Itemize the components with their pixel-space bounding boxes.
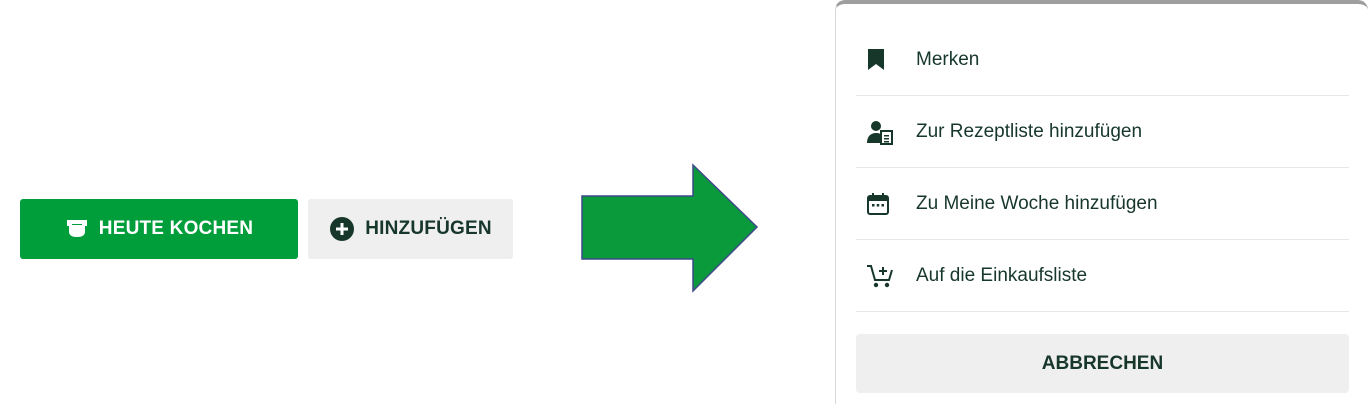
cook-today-button[interactable]: HEUTE KOCHEN [20,199,298,259]
menu-item-label: Zu Meine Woche hinzufügen [916,192,1158,214]
menu-item-label: Auf die Einkaufsliste [916,264,1088,286]
plus-circle-icon [329,216,355,242]
right-arrow-icon [581,163,759,293]
action-menu: Merken Zur Rezeptliste hinzufügen [856,24,1349,312]
recipe-list-icon [856,119,916,145]
cancel-button[interactable]: ABBRECHEN [856,334,1349,393]
action-sheet: Merken Zur Rezeptliste hinzufügen [835,0,1368,404]
menu-item-my-week[interactable]: Zu Meine Woche hinzufügen [856,168,1349,240]
add-label: HINZUFÜGEN [365,218,492,239]
menu-item-label: Merken [916,48,980,70]
add-button[interactable]: HINZUFÜGEN [308,199,513,259]
menu-item-label: Zur Rezeptliste hinzufügen [916,120,1143,142]
bookmark-icon [856,48,916,72]
cart-add-icon [856,263,916,289]
pot-icon [65,217,89,241]
cook-today-label: HEUTE KOCHEN [98,218,254,239]
menu-item-shopping-list[interactable]: Auf die Einkaufsliste [856,240,1349,312]
menu-item-bookmark[interactable]: Merken [856,24,1349,96]
calendar-icon [856,192,916,216]
cancel-label: ABBRECHEN [1041,352,1164,374]
menu-item-recipe-list[interactable]: Zur Rezeptliste hinzufügen [856,96,1349,168]
